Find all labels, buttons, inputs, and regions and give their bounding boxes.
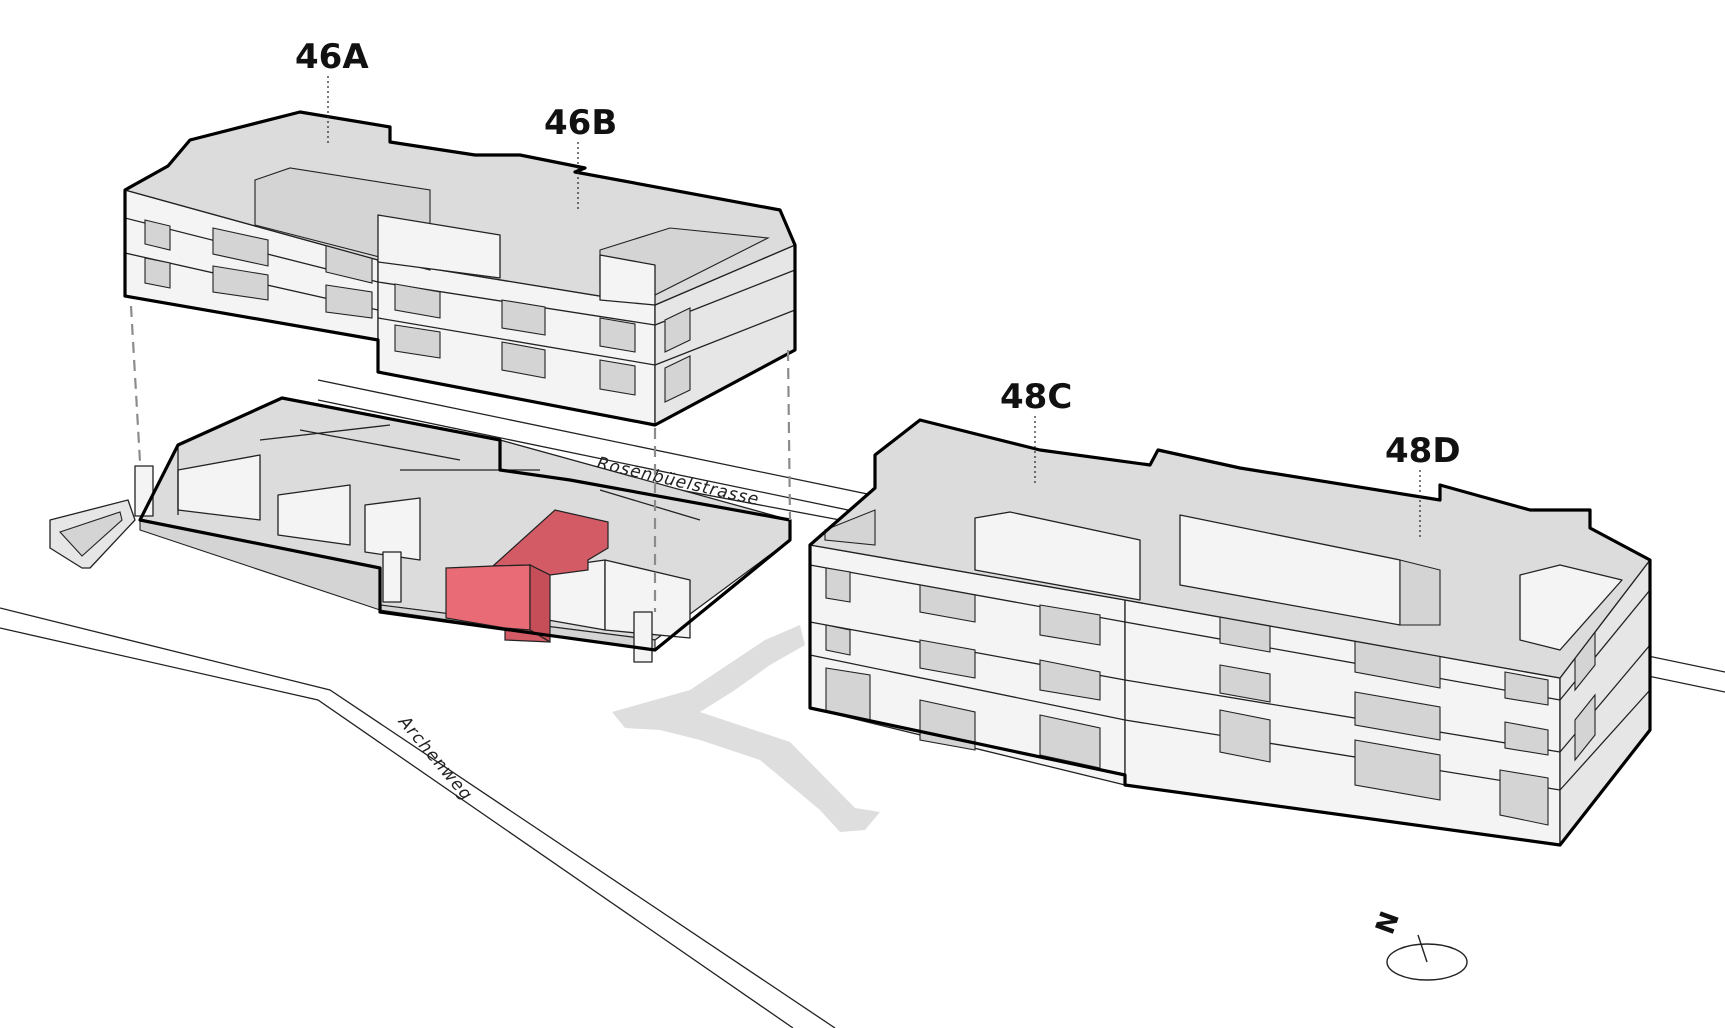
projection-lines xyxy=(129,305,792,612)
label-48c: 48C xyxy=(1000,377,1072,485)
label-46b: 46B xyxy=(544,103,617,210)
building-48c-48d xyxy=(808,418,1652,847)
label-46a: 46A xyxy=(295,37,369,145)
street-label-archenweg: Archenweg xyxy=(394,712,477,805)
compass-ring xyxy=(1386,943,1468,981)
north-arrow: N xyxy=(1370,908,1468,981)
street-archenweg xyxy=(0,607,836,1028)
label-46b-text: 46B xyxy=(544,103,617,143)
underground-parking xyxy=(49,396,792,663)
label-48d-text: 48D xyxy=(1385,431,1461,471)
building-46a-46b xyxy=(123,110,797,427)
highlighted-unit xyxy=(445,509,609,644)
compass-needle xyxy=(1417,934,1428,963)
footpath xyxy=(612,625,880,832)
label-48d: 48D xyxy=(1385,431,1461,540)
label-48c-text: 48C xyxy=(1000,377,1072,417)
label-46a-text: 46A xyxy=(295,37,369,77)
north-label: N xyxy=(1370,908,1406,939)
